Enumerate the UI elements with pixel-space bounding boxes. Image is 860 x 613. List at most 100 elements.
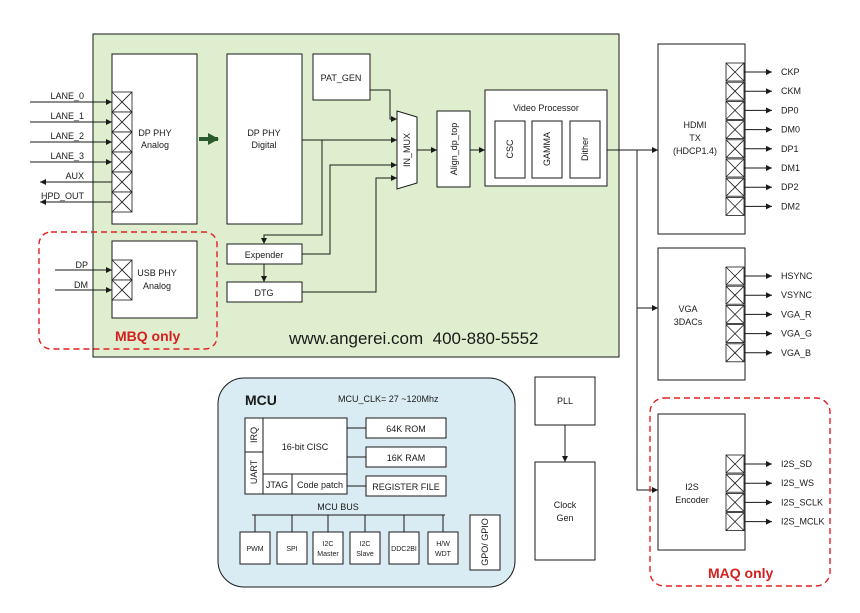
output-connector-cell — [725, 343, 745, 363]
dp-phy-connector-column — [111, 91, 133, 213]
dp-input-label: HPD_OUT — [41, 191, 85, 201]
mcu-jtag-label: JTAG — [266, 480, 288, 490]
mcu-clock-label: MCU_CLK= 27 ~120Mhz — [338, 394, 439, 404]
mcu-peripheral-block — [427, 531, 459, 565]
pat-gen-label: PAT_GEN — [321, 73, 362, 83]
maq-only-label: MAQ only — [708, 565, 774, 581]
output-pin-label: I2S_SD — [781, 459, 813, 469]
output-pin-label: DP2 — [781, 182, 799, 192]
dp-connector-cell — [111, 171, 133, 193]
output-connector-cell — [725, 512, 745, 531]
video-processor-label: Video Processor — [513, 103, 579, 113]
output-pin-label: DM1 — [781, 163, 800, 173]
output-pin-label: DM0 — [781, 125, 800, 135]
output-pin-label: DM2 — [781, 201, 800, 211]
dp-connector-cell — [111, 191, 133, 213]
gpio-label: GPO/ GPIO — [480, 518, 490, 566]
dp-input-label: LANE_1 — [50, 111, 84, 121]
dp-input-label: LANE_2 — [50, 131, 84, 141]
mcu-peripheral-label: Slave — [356, 551, 374, 558]
output-connector-cell — [725, 177, 745, 197]
output-connector-cell — [725, 492, 745, 512]
align-dp-top-block — [436, 110, 471, 188]
output-connector-cell — [725, 81, 745, 101]
usb-phy-label-1: USB PHY — [137, 268, 177, 278]
register-file-label: REGISTER FILE — [372, 482, 440, 492]
mcu-irq-label: IRQ — [249, 427, 259, 443]
pll-label: PLL — [557, 396, 573, 406]
output-pin-label: I2S_MCLK — [781, 517, 825, 527]
output-connector-cell — [725, 196, 745, 216]
ram-label: 16K RAM — [387, 453, 426, 463]
output-pin-label: HSYNC — [781, 271, 813, 281]
usb-input-label: DP — [75, 260, 88, 270]
mcu-peripheral-label: I2C — [360, 541, 371, 548]
dp-phy-digital-label-1: DP PHY — [247, 128, 280, 138]
mcu-peripheral-label: I2C — [323, 541, 334, 548]
clock-gen-block — [534, 461, 596, 561]
internal-wiring — [261, 89, 658, 493]
output-pin-label: VSYNC — [781, 290, 813, 300]
output-connector-cell — [725, 304, 745, 324]
output-pin-label: VGA_G — [781, 329, 812, 339]
mbq-only-label: MBQ only — [115, 328, 181, 344]
dtg-label: DTG — [255, 288, 274, 298]
mcu-peripheral-label: PWM — [246, 546, 263, 553]
usb-connector-cell — [111, 259, 133, 281]
dp-input-label: AUX — [65, 171, 84, 181]
output-pin-label: CKP — [781, 67, 800, 77]
output-pin-label: I2S_WS — [781, 478, 814, 488]
dp-connector-cell — [111, 111, 133, 133]
vga-label-2: 3DACs — [674, 317, 703, 327]
align-dp-top-label: Align_dp_top — [449, 123, 459, 176]
mcu-peripheral-label: Master — [317, 551, 339, 558]
output-connector-cell — [725, 101, 745, 120]
dither-block — [569, 120, 601, 179]
dp-connector-cell — [111, 91, 133, 113]
in-mux-label: IN_MUX — [402, 133, 412, 167]
gamma-block — [531, 120, 563, 179]
maq-region — [649, 397, 831, 587]
in-mux-block — [396, 110, 418, 190]
dp-phy-analog-label-1: DP PHY — [138, 128, 171, 138]
mcu-peripheral-block — [239, 531, 271, 565]
expender-label: Expender — [245, 250, 284, 260]
i2s-label-1: I2S — [685, 482, 699, 492]
mbq-region — [38, 231, 218, 350]
hdmi-tx-label-3: (HDCP1.4) — [673, 146, 717, 156]
watermark-text: www.angerei.com 400-880-5552 — [288, 329, 538, 348]
output-connector-cell — [725, 473, 745, 493]
gamma-label: GAMMA — [542, 132, 552, 166]
mcu-peripheral-block — [349, 531, 381, 565]
dp-input-label: LANE_3 — [50, 151, 84, 161]
mcu-peripheral-label: DDC2BI — [391, 546, 417, 553]
mcu-core-block — [244, 417, 348, 495]
gpio-block — [469, 514, 501, 571]
dp-input-label: LANE_0 — [50, 91, 84, 101]
output-pin-label: CKM — [781, 86, 801, 96]
pll-block — [534, 376, 596, 426]
output-connector-cell — [725, 266, 745, 286]
clock-gen-label-1: Clock — [554, 500, 577, 510]
mcu-peripheral-label: H/W — [436, 541, 450, 548]
dp-connector-cell — [111, 151, 133, 173]
dp-phy-digital-block — [226, 53, 303, 225]
mcu-peripheral-block — [276, 531, 308, 565]
pat-gen-block — [312, 53, 371, 101]
mcu-peripheral-block — [388, 531, 420, 565]
mcu-peripheral-label: SPI — [286, 546, 297, 553]
mcu-cisc-label: 16-bit CISC — [282, 442, 329, 452]
output-pin-label: VGA_B — [781, 348, 811, 358]
rom-label: 64K ROM — [386, 424, 426, 434]
output-connector-cell — [725, 62, 745, 82]
vga-label-1: VGA — [678, 304, 697, 314]
output-connector-cell — [725, 120, 745, 139]
clock-gen-label-2: Gen — [556, 513, 573, 523]
hdmi-tx-label-2: TX — [689, 133, 701, 143]
dither-label: Dither — [580, 137, 590, 161]
mcu-peripheral-block — [312, 531, 344, 565]
